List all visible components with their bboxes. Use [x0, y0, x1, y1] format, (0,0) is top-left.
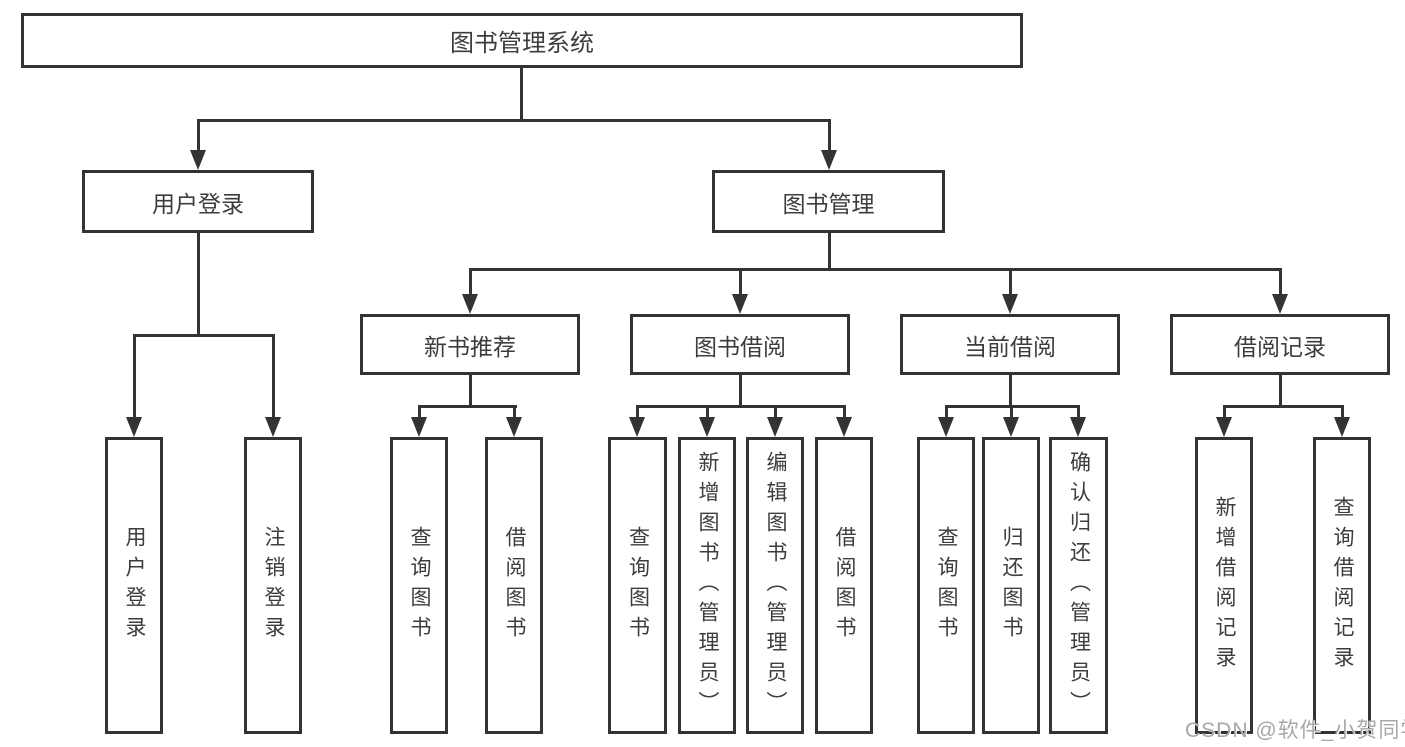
connector-group-rail [1223, 405, 1344, 408]
connector-drop [1009, 268, 1012, 296]
leaf-confirm-return-admin: 确认归还（管理员） [1049, 437, 1108, 734]
arrowhead-down-icon [265, 417, 281, 437]
connector-userlogin-stem [197, 233, 200, 337]
connector-level1-rail [197, 119, 831, 122]
connector-drop [945, 405, 948, 419]
leaf-query-borrow-record: 查询借阅记录 [1313, 437, 1371, 734]
arrowhead-down-icon [938, 417, 954, 437]
arrowhead-down-icon [836, 417, 852, 437]
arrowhead-down-icon [821, 150, 837, 170]
connector-group-rail [636, 405, 846, 408]
connector-bookmgmt-stem [828, 233, 831, 271]
leaf-query-books: 查询图书 [608, 437, 667, 734]
connector-drop [706, 405, 709, 419]
connector-drop [774, 405, 777, 419]
arrowhead-down-icon [190, 150, 206, 170]
arrowhead-down-icon [1272, 294, 1288, 314]
arrowhead-down-icon [767, 417, 783, 437]
connector-group-rail [418, 405, 517, 408]
connector-drop [418, 405, 421, 419]
connector-drop [1010, 405, 1013, 419]
connector-group-stem [1279, 375, 1282, 408]
csdn-watermark: CSDN @软件_小贺同学 [1185, 719, 1405, 742]
connector-drop [133, 334, 136, 420]
leaf-label: 新增借阅记录 [1213, 495, 1236, 676]
leaf-label: 确认归还（管理员） [1067, 450, 1091, 721]
node-user-login: 用户登录 [82, 170, 314, 233]
connector-group-stem [739, 375, 742, 408]
leaf-label: 借阅图书 [503, 525, 526, 646]
arrowhead-down-icon [1070, 417, 1086, 437]
connector-group-stem [469, 375, 472, 408]
arrowhead-down-icon [1216, 417, 1232, 437]
leaf-label: 查询图书 [408, 525, 431, 646]
arrowhead-down-icon [1334, 417, 1350, 437]
connector-drop [513, 405, 516, 419]
leaf-label: 借阅图书 [833, 525, 856, 646]
leaf-edit-book-admin: 编辑图书（管理员） [746, 437, 804, 734]
arrowhead-down-icon [732, 294, 748, 314]
leaf-return-books: 归还图书 [982, 437, 1040, 734]
leaf-borrow-books: 借阅图书 [815, 437, 873, 734]
leaf-user-login: 用户登录 [105, 437, 163, 734]
connector-drop [469, 268, 472, 296]
leaf-logout: 注销登录 [244, 437, 302, 734]
connector-drop [1223, 405, 1226, 419]
leaf-add-book-admin: 新增图书（管理员） [678, 437, 736, 734]
node-new-book-recommend: 新书推荐 [360, 314, 580, 375]
leaf-label: 编辑图书（管理员） [764, 450, 787, 721]
node-book-borrow: 图书借阅 [630, 314, 850, 375]
arrowhead-down-icon [462, 294, 478, 314]
leaf-borrow-books: 借阅图书 [485, 437, 543, 734]
leaf-label: 查询图书 [626, 525, 650, 646]
connector-drop [1279, 268, 1282, 296]
connector-group-stem [1009, 375, 1012, 408]
connector-drop [828, 119, 831, 152]
leaf-query-books: 查询图书 [917, 437, 975, 734]
arrowhead-down-icon [1002, 294, 1018, 314]
connector-drop [1341, 405, 1344, 419]
connector-drop [843, 405, 846, 419]
arrowhead-down-icon [629, 417, 645, 437]
leaf-label: 注销登录 [262, 525, 285, 646]
node-borrow-records: 借阅记录 [1170, 314, 1390, 375]
arrowhead-down-icon [1003, 417, 1019, 437]
leaf-add-borrow-record: 新增借阅记录 [1195, 437, 1253, 734]
connector-level2-rail [469, 268, 1282, 271]
connector-drop [197, 119, 200, 152]
connector-drop [739, 268, 742, 296]
node-book-management: 图书管理 [712, 170, 945, 233]
arrowhead-down-icon [506, 417, 522, 437]
connector-drop [1077, 405, 1080, 419]
arrowhead-down-icon [411, 417, 427, 437]
connector-drop [272, 334, 275, 420]
arrowhead-down-icon [699, 417, 715, 437]
leaf-label: 用户登录 [123, 525, 146, 646]
connector-drop [636, 405, 639, 419]
leaf-label: 查询图书 [935, 525, 958, 646]
node-current-borrow: 当前借阅 [900, 314, 1120, 375]
leaf-label: 查询借阅记录 [1331, 495, 1354, 676]
connector-userlogin-rail [133, 334, 275, 337]
leaf-query-books: 查询图书 [390, 437, 448, 734]
leaf-label: 归还图书 [1000, 525, 1023, 646]
arrowhead-down-icon [126, 417, 142, 437]
node-root: 图书管理系统 [21, 13, 1023, 68]
connector-root-stem [520, 68, 523, 122]
leaf-label: 新增图书（管理员） [696, 450, 719, 721]
